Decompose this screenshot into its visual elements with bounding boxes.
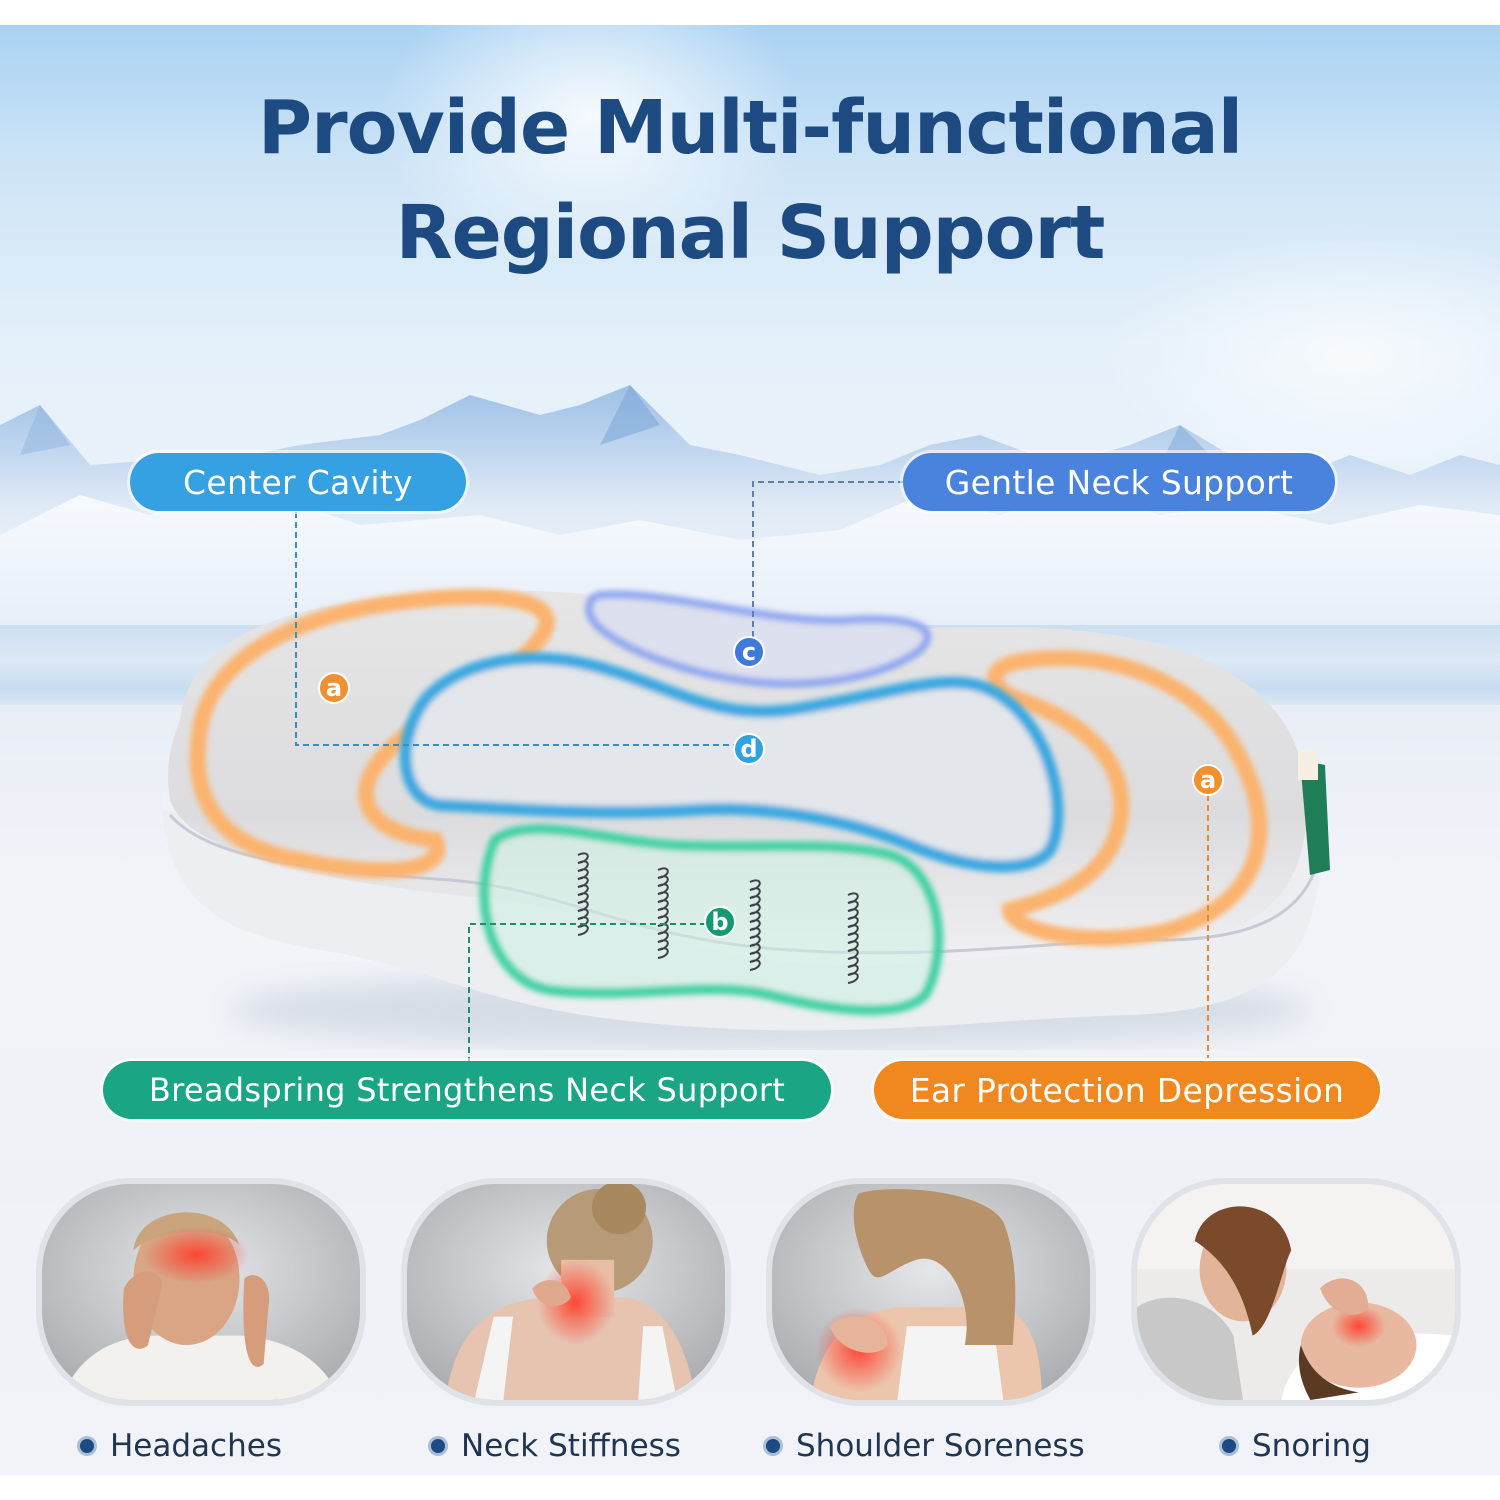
breadspring-callout: Breadspring Strengthens Neck Support <box>103 1061 831 1119</box>
sky-glow <box>380 25 800 265</box>
pillow-label <box>1298 750 1318 780</box>
marker-a-left: a <box>318 672 350 704</box>
marker-c: c <box>733 636 765 668</box>
headline-line-1: Provide Multi-functional <box>257 85 1243 171</box>
marker-a-right: a <box>1192 764 1224 796</box>
bullet-icon <box>766 1439 780 1453</box>
conditions-row <box>0 1178 1500 1408</box>
condition-label-neck-stiffness: Neck Stiffness <box>431 1428 681 1464</box>
headache-photo <box>36 1178 366 1406</box>
condition-text: Shoulder Soreness <box>796 1428 1085 1464</box>
ear-protection-callout: Ear Protection Depression <box>874 1061 1380 1119</box>
bullet-icon <box>431 1439 445 1453</box>
condition-label-shoulder-soreness: Shoulder Soreness <box>766 1428 1085 1464</box>
center-cavity-callout: Center Cavity <box>130 453 466 511</box>
shoulder-pain-photo <box>766 1178 1096 1406</box>
condition-text: Headaches <box>110 1428 282 1464</box>
snoring-photo <box>1131 1178 1461 1406</box>
neck-pain-photo <box>401 1178 731 1406</box>
marker-b: b <box>704 906 736 938</box>
marker-d: d <box>733 733 765 765</box>
condition-label-snoring: Snoring <box>1222 1428 1371 1464</box>
gentle-neck-support-callout: Gentle Neck Support <box>903 453 1335 511</box>
ear-zone-right <box>987 650 1268 947</box>
headline-line-2: Regional Support <box>395 190 1106 276</box>
bullet-icon <box>80 1439 94 1453</box>
condition-text: Snoring <box>1252 1428 1371 1464</box>
pillow-tag <box>1300 760 1330 875</box>
condition-text: Neck Stiffness <box>461 1428 681 1464</box>
condition-label-headaches: Headaches <box>80 1428 282 1464</box>
bullet-icon <box>1222 1439 1236 1453</box>
